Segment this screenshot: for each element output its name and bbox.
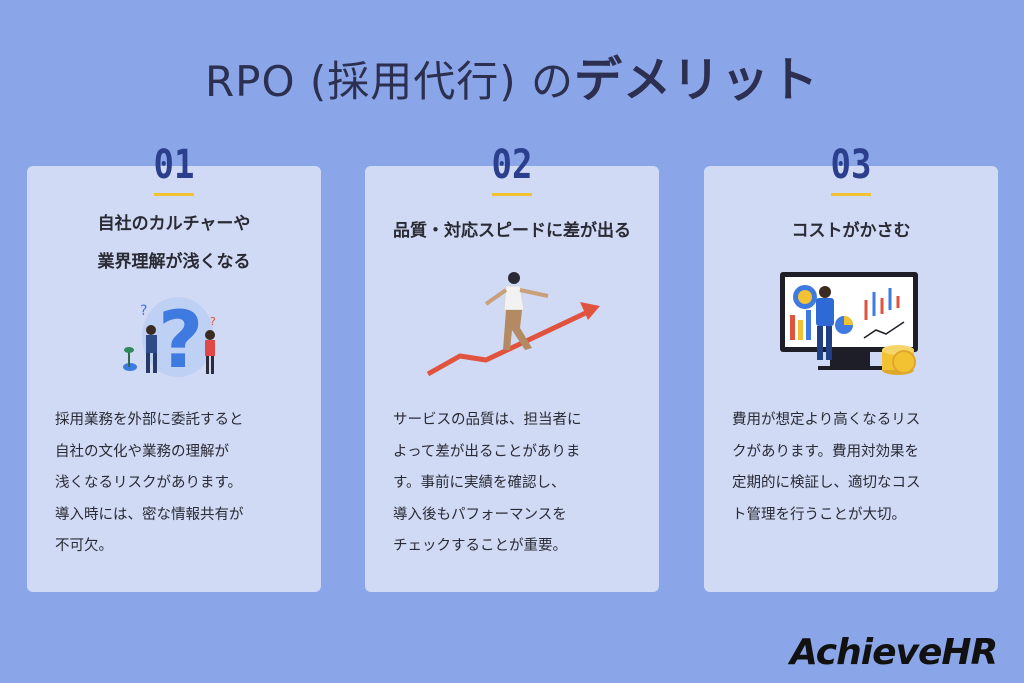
question-mark-people-illustration: ? ? ? <box>123 296 216 380</box>
card-3-number: 03 <box>830 142 872 188</box>
card-3-body-line: クがあります。費用対効果を <box>732 443 920 460</box>
svg-text:?: ? <box>158 296 203 380</box>
analytics-monitor-coins-illustration <box>780 272 918 375</box>
card-2-body-line: す。事前に実績を確認し、 <box>393 475 566 491</box>
card-1-body-line: 採用業務を外部に委託すると <box>55 412 244 428</box>
person-on-rising-arrow-illustration <box>426 272 600 377</box>
card-2-body-line: サービスの品質は、担当者に <box>393 412 582 428</box>
card-1-body: 採用業務を外部に委託すると 自社の文化や業務の理解が 浅くなるリスクがあります。… <box>55 405 295 563</box>
card-1-body-line: 自社の文化や業務の理解が <box>55 443 229 460</box>
card-3-body-line: ト管理を行うことが大切。 <box>732 506 906 523</box>
card-3-heading-line: コストがかさむ <box>791 221 911 241</box>
card-1-body-line: 不可欠。 <box>55 538 113 554</box>
card-2 <box>365 166 659 592</box>
card-2-underline <box>492 193 532 196</box>
card-1-body-line: 導入時には、密な情報共有が <box>55 506 244 523</box>
svg-text:?: ? <box>140 303 147 319</box>
card-2-body-line: 導入後もパフォーマンスを <box>393 506 567 523</box>
card-3-heading: コストがかさむ <box>704 212 998 250</box>
card-1-underline <box>154 193 194 196</box>
card-1-number: 01 <box>153 142 195 188</box>
card-1 <box>27 166 321 592</box>
card-3-body-line: 費用が想定より高くなるリス <box>732 412 921 428</box>
title-prefix: RPO (採用代行) の <box>204 57 575 106</box>
card-1-heading-line: 自社のカルチャーや <box>97 214 251 234</box>
card-2-body: サービスの品質は、担当者に よって差が出ることがありま す。事前に実績を確認し、… <box>393 405 633 563</box>
svg-text:?: ? <box>210 315 216 328</box>
achievehr-logo: AchieveHR <box>790 632 998 673</box>
card-3-underline <box>831 193 871 196</box>
card-1-heading-line: 業界理解が浅くなる <box>97 252 251 272</box>
card-2-body-line: チェックすることが重要。 <box>393 538 567 554</box>
card-2-heading: 品質・対応スピードに差が出る <box>365 212 659 250</box>
card-1-body-line: 浅くなるリスクがあります。 <box>55 475 243 491</box>
card-3 <box>704 166 998 592</box>
card-2-number: 02 <box>491 142 533 188</box>
card-2-body-line: よって差が出ることがありま <box>393 443 581 460</box>
card-2-heading-line: 品質・対応スピードに差が出る <box>393 221 631 241</box>
card-3-body: 費用が想定より高くなるリス クがあります。費用対効果を 定期的に検証し、適切なコ… <box>732 405 972 531</box>
page-title: RPO (採用代行) のデメリット <box>0 40 1024 110</box>
card-1-heading: 自社のカルチャーや 業界理解が浅くなる <box>27 205 321 281</box>
title-emphasis: デメリット <box>574 52 820 108</box>
card-3-body-line: 定期的に検証し、適切なコス <box>732 475 921 491</box>
